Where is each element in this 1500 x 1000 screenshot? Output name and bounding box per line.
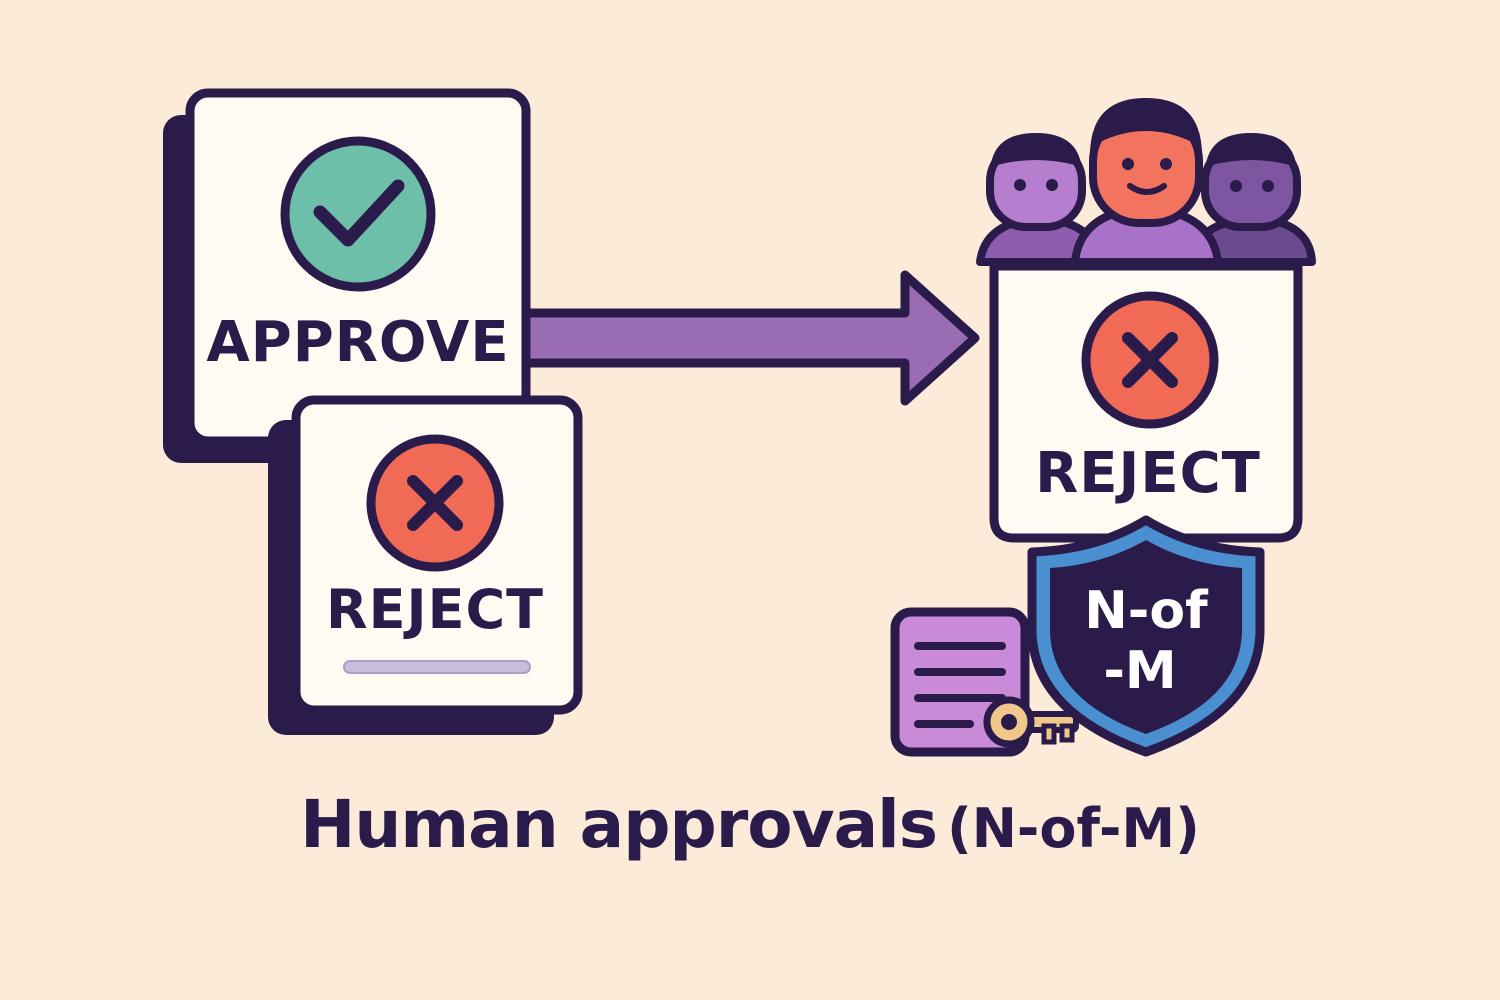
approve-label: APPROVE [206, 310, 509, 375]
check-icon [280, 136, 436, 292]
reject-label-small: REJECT [326, 578, 544, 641]
x-icon [1081, 291, 1219, 429]
caption-paren: (N-of-M) [947, 797, 1200, 860]
key-icon [983, 696, 1079, 748]
reject-label-result: REJECT [1035, 441, 1261, 506]
caption-main: Human approvals [300, 786, 938, 863]
approve-card: APPROVE [163, 88, 531, 463]
shield-label-line1: N-of [1084, 581, 1209, 641]
person-right-icon [1186, 133, 1316, 266]
diagram-caption: Human approvals(N-of-M) [0, 786, 1500, 863]
person-center-icon [1071, 98, 1222, 266]
shield-label-line2: -M [1103, 641, 1176, 701]
shield-icon: N-of -M [1027, 515, 1265, 757]
flow-arrow [520, 270, 980, 406]
people-group [976, 98, 1316, 266]
reject-card-result: REJECT [989, 261, 1303, 543]
progress-bar [343, 660, 531, 674]
x-icon [366, 434, 504, 572]
person-left-icon [976, 133, 1104, 266]
reject-card-small: REJECT [268, 395, 583, 735]
